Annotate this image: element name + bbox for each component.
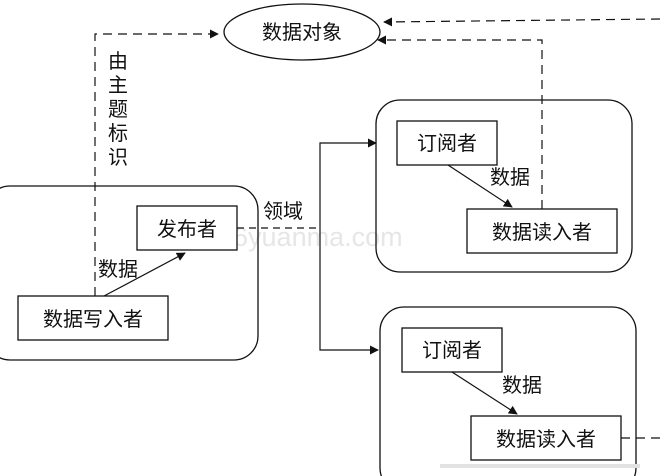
reader-2-to-data-object-dashed [383, 17, 660, 27]
subscriber-2-to-reader-arrow [451, 371, 518, 415]
subscriber-1-to-reader-arrow [447, 164, 513, 208]
publisher-label: 发布者 [157, 217, 217, 241]
data-object-label: 数据对象 [262, 20, 342, 44]
publisher-node: 发布者 [136, 205, 238, 251]
data-reader-1-node: 数据读入者 [466, 208, 618, 254]
subscriber-2-node: 订阅者 [401, 327, 503, 373]
subscriber-1-label: 订阅者 [417, 131, 477, 155]
data-object-node: 数据对象 [223, 3, 381, 61]
subscriber-1-data-label: 数据 [490, 165, 530, 189]
topic-id-dashed-line [94, 29, 219, 296]
topic-id-char-5: 识 [108, 145, 128, 169]
watermark: 66yuanma.com [218, 222, 403, 252]
domain-to-subscriber-1-arrow [319, 138, 377, 228]
data-reader-1-label: 数据读入者 [492, 220, 592, 244]
writer-data-label: 数据 [98, 257, 138, 281]
domain-label: 领域 [263, 199, 303, 223]
data-reader-2-label: 数据读入者 [496, 427, 596, 451]
right-bottom-container [379, 306, 637, 476]
reader-1-to-data-object-dashed [377, 35, 543, 209]
right-top-container [375, 99, 633, 273]
topic-id-char-1: 由 [108, 49, 128, 73]
topic-id-label: 由 主 题 标 识 [108, 49, 128, 169]
writer-to-publisher-arrow [103, 252, 186, 297]
data-writer-label: 数据写入者 [43, 307, 143, 331]
topic-id-char-4: 标 [108, 121, 128, 145]
domain-to-subscriber-2-arrow [319, 228, 379, 355]
left-domain-container [0, 185, 259, 361]
topic-id-char-2: 主 [108, 73, 128, 97]
data-reader-2-node: 数据读入者 [470, 415, 622, 461]
topic-id-char-3: 题 [108, 97, 128, 121]
subscriber-1-node: 订阅者 [396, 120, 498, 166]
data-writer-node: 数据写入者 [17, 295, 169, 341]
subscriber-2-data-label: 数据 [502, 373, 542, 397]
subscriber-2-label: 订阅者 [422, 338, 482, 362]
